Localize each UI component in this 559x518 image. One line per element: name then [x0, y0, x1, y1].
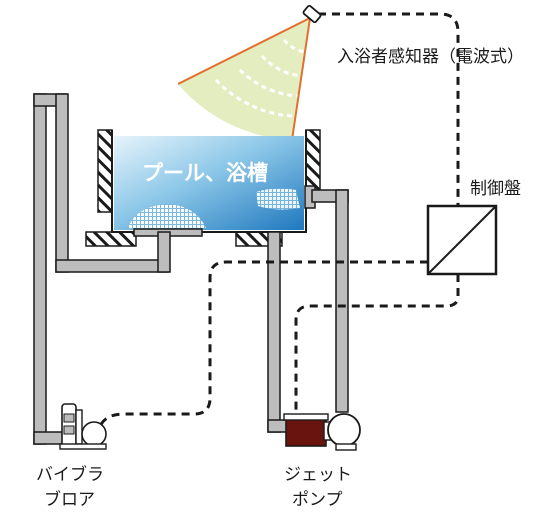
signal-lines [98, 12, 460, 427]
sensor-label: 入浴者感知器（電波式） [337, 47, 524, 67]
pump-label-line2: ポンプ [292, 490, 343, 510]
blower-icon [59, 403, 107, 450]
sensor-ray-right [291, 17, 311, 141]
control-panel-label: 制御盤 [470, 179, 521, 199]
sensor-signal-line [318, 12, 460, 206]
blower-label-line1: バイブラ [36, 464, 104, 485]
vibra-bubbles [128, 204, 206, 228]
sensor-ray-left [177, 17, 311, 85]
blower-signal-line [98, 260, 428, 427]
blower-label-line2: ブロア [44, 489, 95, 510]
radio-sensor-icon [302, 4, 322, 24]
control-panel-icon [426, 204, 498, 276]
sensor-beam [177, 17, 311, 141]
pump-label-line1: ジェット [284, 465, 352, 485]
jet-pump-icon [283, 413, 361, 451]
jet-pipe [267, 189, 349, 433]
pool-structure [85, 129, 321, 247]
jet-bubbles [256, 188, 300, 210]
pump-signal-line [294, 274, 460, 412]
pool-label: プール、浴槽 [142, 161, 268, 185]
